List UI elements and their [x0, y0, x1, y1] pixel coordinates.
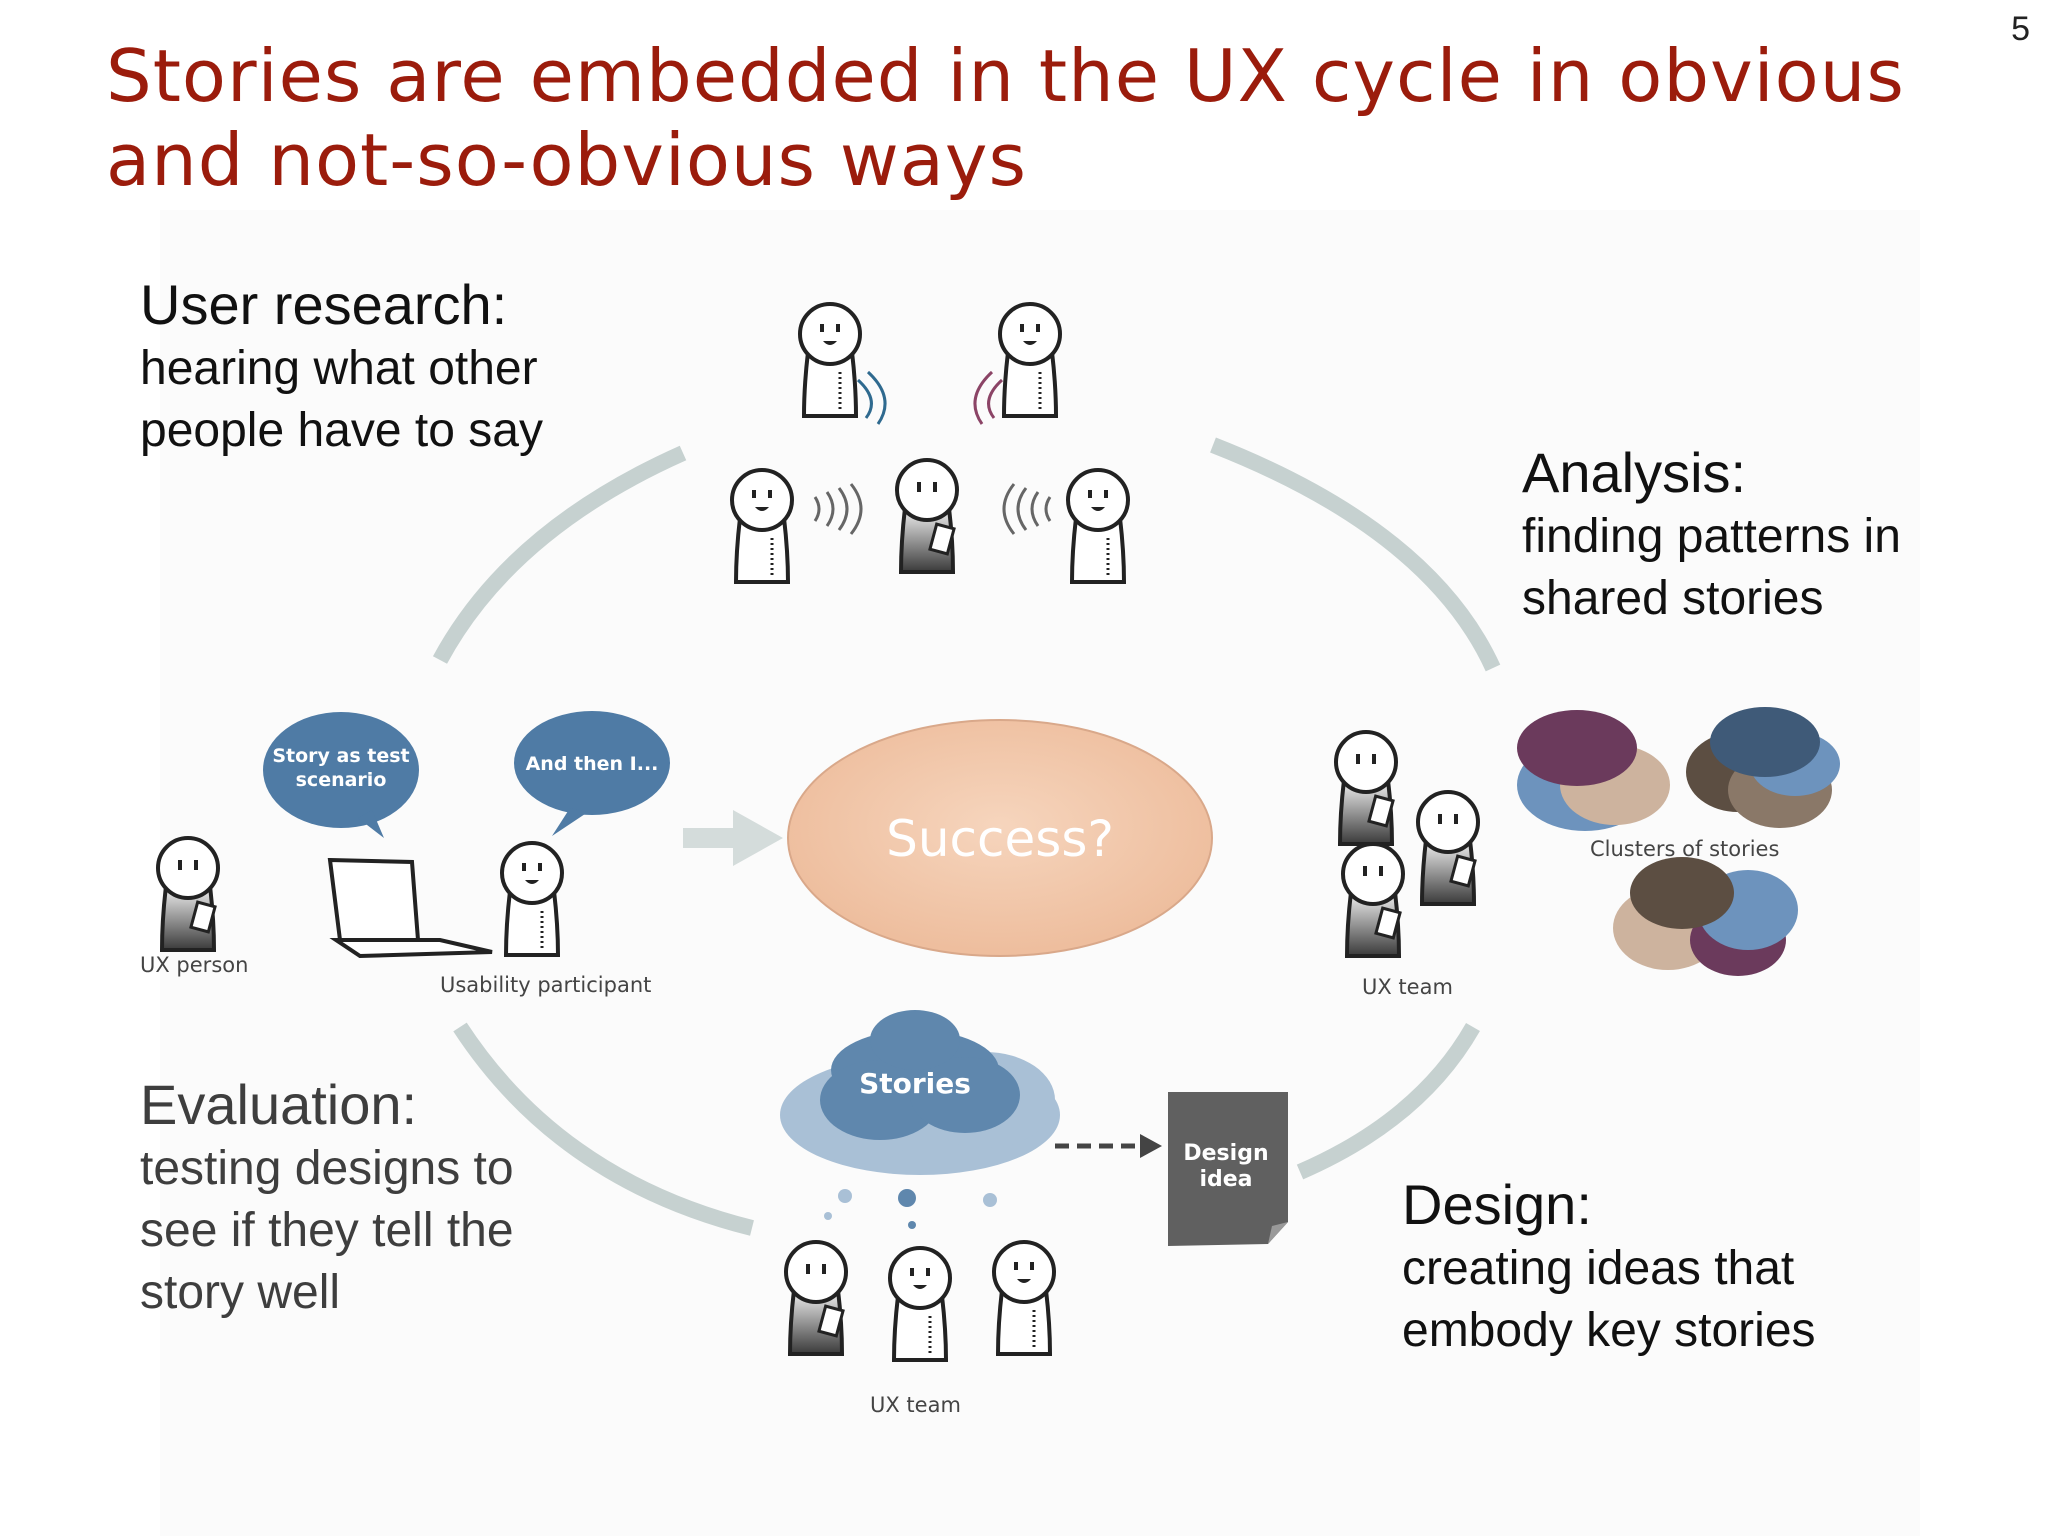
ux-team-right-label: UX team: [1362, 975, 1453, 999]
cycle-arc-bottom-right: [1296, 1023, 1480, 1180]
caption-analysis-line1: finding patterns in: [1522, 510, 1901, 563]
story-clusters-icon: [1517, 707, 1840, 976]
cycle-arc-top-left: [432, 445, 687, 664]
stories-cloud-icon: [780, 1010, 1060, 1229]
success-ellipse: [787, 719, 1213, 957]
person-with-notepad-icon: [1416, 790, 1480, 906]
ux-person-icon: [156, 836, 220, 952]
slide-title: Stories are embedded in the UX cycle in …: [106, 34, 1905, 202]
person-icon: [998, 302, 1062, 418]
bubble-andthen-text: And then I...: [526, 753, 659, 775]
caption-design-line2: embody key stories: [1402, 1304, 1816, 1357]
person-with-notepad-icon: [784, 1240, 848, 1356]
caption-analysis-heading: Analysis:: [1522, 441, 1747, 504]
person-icon: [992, 1240, 1056, 1356]
ux-person-label: UX person: [140, 953, 248, 977]
caption-user-research-heading: User research:: [140, 273, 508, 336]
speech-bubble-andthen: [514, 711, 670, 815]
page-number: 5: [2011, 10, 2030, 48]
evaluation-group: Story as test scenario And then I... UX …: [140, 711, 670, 997]
design-idea-document-icon: [1168, 1092, 1288, 1246]
success-label: Success?: [886, 810, 1114, 868]
cycle-arc-bottom-left: [453, 1022, 754, 1236]
research-people-group: [730, 302, 1130, 584]
caption-evaluation: Evaluation: testing designs to see if th…: [140, 1072, 514, 1324]
caption-evaluation-line3: story well: [140, 1266, 341, 1319]
design-idea-line2: idea: [1199, 1167, 1252, 1192]
caption-user-research: User research: hearing what other people…: [140, 272, 543, 462]
caption-evaluation-heading: Evaluation:: [140, 1073, 418, 1136]
usability-participant-label: Usability participant: [440, 973, 651, 997]
analysis-group: UX team Clusters of stories: [1334, 707, 1840, 999]
person-with-notepad-icon: [895, 458, 959, 574]
sound-waves-icon: [1002, 483, 1052, 535]
title-line-2: and not-so-obvious ways: [106, 118, 1028, 202]
caption-design-heading: Design:: [1402, 1173, 1592, 1236]
sound-waves-icon: [813, 483, 863, 535]
person-icon: [1066, 468, 1130, 584]
person-with-notepad-icon: [1341, 842, 1405, 958]
person-icon: [798, 302, 862, 418]
laptop-icon: [327, 857, 493, 959]
caption-analysis-line2: shared stories: [1522, 572, 1824, 625]
clusters-label: Clusters of stories: [1590, 837, 1779, 861]
ux-team-bottom-label: UX team: [870, 1393, 961, 1417]
caption-evaluation-line2: see if they tell the: [140, 1204, 514, 1257]
bubble-story-line1: Story as test: [272, 745, 409, 767]
arrow-to-success-icon: [683, 810, 783, 866]
caption-user-research-line1: hearing what other: [140, 342, 538, 395]
bubble-story-line2: scenario: [296, 769, 387, 791]
caption-user-research-line2: people have to say: [140, 404, 543, 457]
person-icon: [888, 1246, 952, 1362]
speech-bubble-story: [263, 712, 419, 828]
caption-design: Design: creating ideas that embody key s…: [1402, 1172, 1816, 1362]
person-icon: [730, 468, 794, 584]
person-with-notepad-icon: [1334, 730, 1398, 846]
caption-evaluation-line1: testing designs to: [140, 1142, 514, 1195]
caption-analysis: Analysis: finding patterns in shared sto…: [1522, 440, 1901, 630]
design-group: Stories Design idea UX team: [780, 1010, 1288, 1417]
caption-design-line1: creating ideas that: [1402, 1242, 1795, 1295]
cycle-arc-top-right: [1210, 437, 1501, 672]
design-idea-line1: Design: [1183, 1141, 1268, 1166]
title-line-1: Stories are embedded in the UX cycle in …: [106, 34, 1905, 118]
stories-cloud-label: Stories: [859, 1067, 971, 1100]
usability-participant-icon: [500, 841, 564, 957]
